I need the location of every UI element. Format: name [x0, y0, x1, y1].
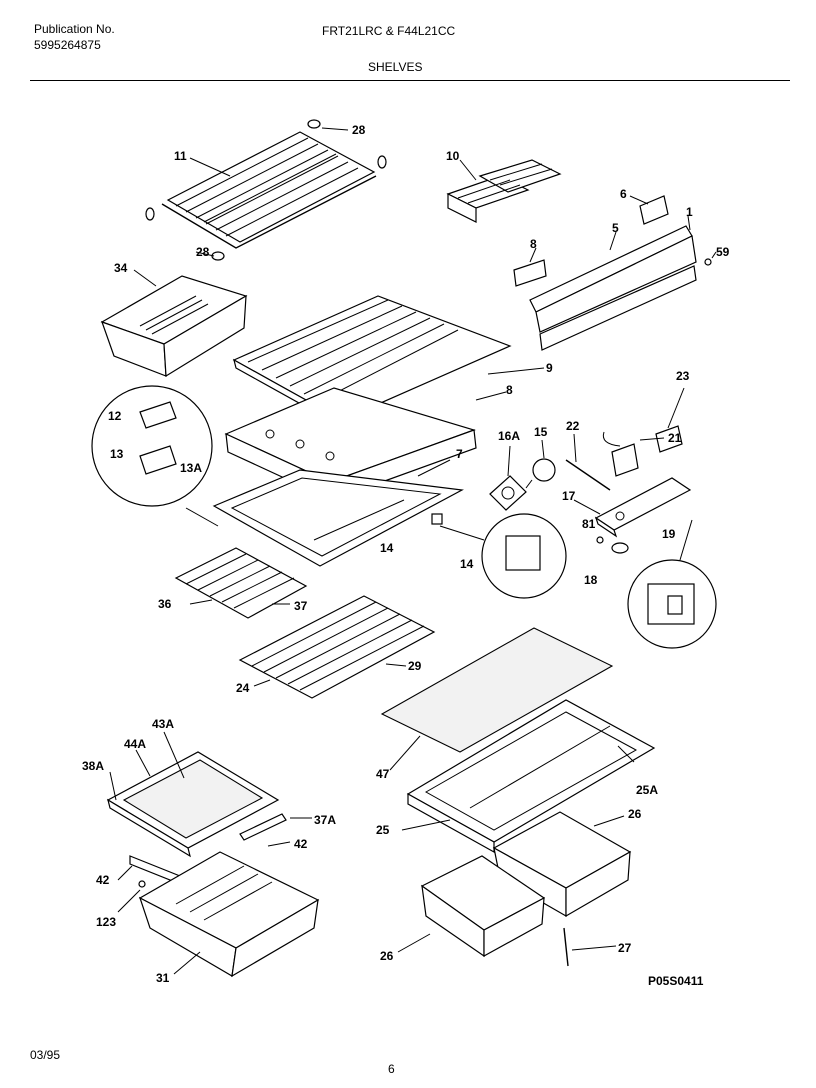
- callout-labels: 28 11 10 6 5 1 59 28 34 8 9 8 23 12 13 1…: [82, 123, 730, 985]
- header-rule: [30, 80, 790, 81]
- bracket-6: [513, 195, 669, 287]
- callout-28b: 28: [196, 245, 210, 259]
- callout-16a: 16A: [498, 429, 520, 443]
- freezer-bin-34: [100, 275, 248, 378]
- callout-123: 123: [96, 915, 116, 929]
- callout-28a: 28: [352, 123, 366, 137]
- crisper-cover-frame-25: [406, 699, 656, 854]
- screw-81: [596, 536, 604, 544]
- callout-9: 9: [546, 361, 553, 375]
- pan-31: [138, 851, 320, 978]
- glass-shelf-44a: [106, 751, 280, 858]
- ice-trays-10: [446, 159, 562, 223]
- section-title: SHELVES: [368, 60, 423, 74]
- callout-44a: 44A: [124, 737, 146, 751]
- callout-23: 23: [676, 369, 690, 383]
- model-number: FRT21LRC & F44L21CC: [322, 24, 456, 38]
- publication-label: Publication No.: [34, 22, 115, 36]
- callout-21: 21: [668, 431, 682, 445]
- callout-22: 22: [566, 419, 580, 433]
- callout-38a: 38A: [82, 759, 104, 773]
- callout-27: 27: [618, 941, 632, 955]
- callout-13a: 13A: [180, 461, 202, 475]
- leader-lines: [109, 127, 717, 975]
- callout-36: 36: [158, 597, 172, 611]
- callout-25a: 25A: [636, 783, 658, 797]
- screw-123: [138, 880, 146, 888]
- wire-shelf-29: [238, 595, 436, 699]
- detail-circle-19: [627, 519, 717, 649]
- damper-parts-21-22-23: [565, 425, 683, 491]
- callout-13: 13: [110, 447, 124, 461]
- callout-29: 29: [408, 659, 422, 673]
- callout-25: 25: [376, 823, 390, 837]
- callout-17: 17: [562, 489, 576, 503]
- callout-7: 7: [456, 447, 463, 461]
- callout-31: 31: [156, 971, 170, 985]
- callout-26b: 26: [380, 949, 394, 963]
- shelf-trim-37a: [239, 813, 287, 841]
- callout-8: 8: [506, 383, 513, 397]
- detail-circle-12-13: [91, 385, 219, 527]
- revision-date: 03/95: [30, 1048, 61, 1062]
- light-socket-16a: [489, 475, 527, 511]
- wire-shelf-11: [161, 131, 377, 249]
- callout-15: 15: [534, 425, 548, 439]
- detail-circle-14: [439, 513, 567, 599]
- callout-6b: 8: [530, 237, 537, 251]
- callout-18: 18: [584, 573, 598, 587]
- shelf-support-28: [145, 119, 387, 261]
- callout-1: 1: [686, 205, 693, 219]
- callout-11: 11: [174, 149, 187, 163]
- callout-43a: 43A: [152, 717, 174, 731]
- callout-12: 12: [108, 409, 122, 423]
- trim-strip-5: [529, 225, 697, 351]
- callout-5: 5: [612, 221, 619, 235]
- knob-18: [611, 542, 629, 554]
- screw-59: [704, 258, 712, 266]
- page-number: 6: [388, 1062, 395, 1076]
- housing-17: [594, 477, 692, 538]
- callout-14b: 14: [460, 557, 474, 571]
- callout-34: 34: [114, 261, 128, 275]
- callout-10: 10: [446, 149, 460, 163]
- callout-47: 47: [376, 767, 390, 781]
- callout-37a: 37A: [314, 813, 336, 827]
- callout-6a: 6: [620, 187, 627, 201]
- callout-14a: 14: [380, 541, 394, 555]
- glass-panel-47: [380, 627, 614, 753]
- light-bulb-15: [525, 458, 556, 489]
- switch-14: [431, 513, 443, 525]
- callout-19: 19: [662, 527, 676, 541]
- callout-42b: 42: [96, 873, 110, 887]
- crisper-drawer-26-left: [420, 855, 546, 958]
- drawing-id: P05S0411: [648, 974, 704, 988]
- callout-42a: 42: [294, 837, 308, 851]
- callout-37: 37: [294, 599, 308, 613]
- cover-7: [212, 469, 464, 567]
- rod-27: [563, 927, 569, 967]
- callout-81: 81: [582, 517, 596, 531]
- callout-24: 24: [236, 681, 250, 695]
- crisper-drawer-26-right: [492, 811, 632, 918]
- wire-shelf-36: [174, 547, 308, 619]
- callout-26a: 26: [628, 807, 642, 821]
- publication-number: 5995264875: [34, 38, 101, 52]
- callout-59: 59: [716, 245, 730, 259]
